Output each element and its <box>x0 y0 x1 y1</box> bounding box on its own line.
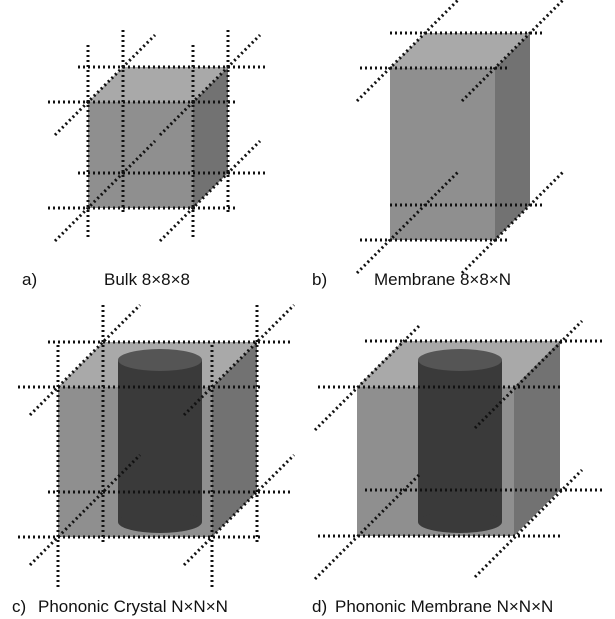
cylinder-d-body <box>418 360 502 522</box>
panel-d-caption: Phononic Membrane N×N×N <box>335 597 553 616</box>
slab-b-side-face <box>495 33 530 240</box>
panel-b-caption: Membrane 8×8×N <box>374 270 511 289</box>
slab-b-front-face <box>390 68 495 240</box>
cylinder-d-bottom <box>418 511 502 533</box>
cube-d-side-face <box>514 341 560 536</box>
cylinder-c-bottom <box>118 511 202 533</box>
panel-b-membrane <box>355 0 565 275</box>
slab-b-top-face <box>390 33 530 68</box>
panel-c-letter: c) <box>12 597 26 616</box>
panel-a-bulk-cube <box>48 30 265 243</box>
cylinder-c-top <box>118 349 202 371</box>
panel-c-phononic-crystal <box>18 303 296 590</box>
cube-c-side-face <box>212 342 257 537</box>
panel-b-letter: b) <box>312 270 327 289</box>
panel-c-caption: Phononic Crystal N×N×N <box>38 597 228 616</box>
panel-d-letter: d) <box>312 597 327 616</box>
cylinder-c-body <box>118 360 202 522</box>
panel-a-caption: Bulk 8×8×8 <box>104 270 190 289</box>
panel-d-phononic-membrane <box>313 319 605 581</box>
cylinder-d-top <box>418 349 502 371</box>
panel-a-letter: a) <box>22 270 37 289</box>
